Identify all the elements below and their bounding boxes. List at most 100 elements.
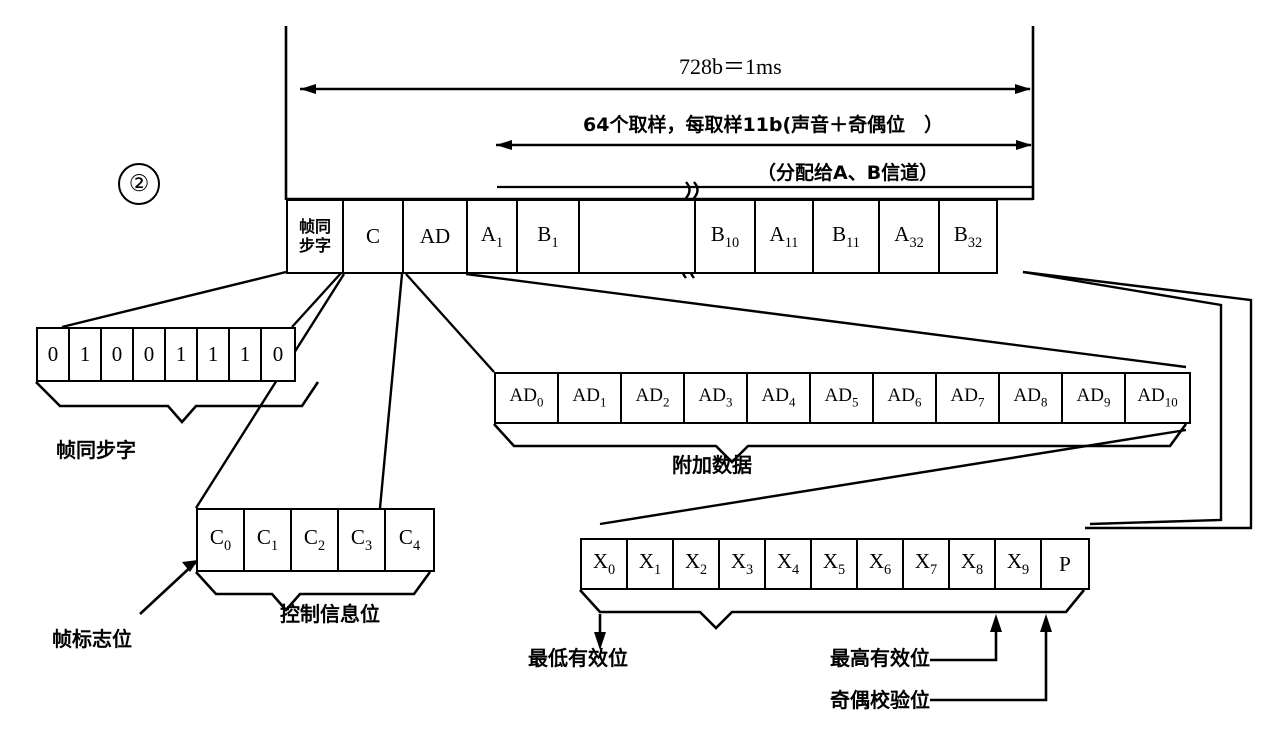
cell-label: X7: [914, 549, 938, 578]
figure-number-marker: ②: [118, 163, 160, 205]
control-bit-0: C0: [198, 510, 245, 570]
frame-cell-10: B32: [940, 201, 996, 272]
ad-cell-10: AD10: [1126, 374, 1189, 422]
cell-label: X8: [960, 549, 984, 578]
cell-label: A32: [894, 221, 924, 251]
sample-bit-0: X0: [582, 540, 628, 588]
ad-cell-4: AD4: [748, 374, 811, 422]
cell-label: B10: [710, 221, 740, 251]
control-bit-2: C2: [292, 510, 339, 570]
dimension-arrow-total: [300, 84, 1031, 94]
ad-cell-9: AD9: [1063, 374, 1126, 422]
sample-bit-2: X2: [674, 540, 720, 588]
sample-bit-3: X3: [720, 540, 766, 588]
ad-cell-7: AD7: [937, 374, 1000, 422]
cell-label: C0: [209, 525, 232, 554]
cell-label: X3: [730, 549, 754, 578]
cell-label: 0: [111, 342, 123, 366]
cell-label: C: [365, 224, 380, 248]
cell-label: AD4: [761, 385, 796, 410]
frame-cell-1: C: [344, 201, 404, 272]
leader-sync-right: [291, 271, 343, 328]
frame-cell-0: 帧同步字: [288, 201, 344, 272]
sample-bit-6: X6: [858, 540, 904, 588]
leader-sample-left: [599, 428, 1187, 526]
cell-label: X9: [1006, 549, 1030, 578]
sync-bit-3: 0: [134, 329, 166, 380]
cell-label: A1: [480, 221, 504, 251]
ad-cell-6: AD6: [874, 374, 937, 422]
cell-label: AD2: [635, 385, 670, 410]
sample-bit-10: P: [1042, 540, 1088, 588]
cell-label: B32: [953, 221, 983, 251]
parity-pointer: [930, 614, 1052, 702]
sync-bit-5: 1: [198, 329, 230, 380]
cell-label: A11: [769, 221, 799, 251]
sample-bit-7: X7: [904, 540, 950, 588]
annotation-allocation: （分配给A、B信道）: [757, 162, 939, 184]
lsb-label: 最低有效位: [528, 646, 628, 670]
leader-sync-left: [61, 270, 287, 329]
cell-label: C2: [303, 525, 326, 554]
cell-label: B1: [537, 221, 559, 251]
leader-ctrl-right: [378, 273, 404, 509]
leader-ad-left: [405, 273, 495, 373]
brace-sync: [35, 381, 320, 424]
control-bit-4: C4: [386, 510, 433, 570]
cell-label: 0: [47, 342, 59, 366]
control-bit-1: C1: [245, 510, 292, 570]
cell-label: X4: [776, 549, 800, 578]
cell-label: 0: [272, 342, 284, 366]
cell-label: X0: [592, 549, 616, 578]
frame-cell-3: A1: [468, 201, 518, 272]
msb-pointer: [930, 614, 1002, 662]
cell-label: AD10: [1137, 385, 1178, 410]
ad-cell-0: AD0: [496, 374, 559, 422]
flag-bit-pointer: [139, 560, 198, 615]
cell-label: X1: [638, 549, 662, 578]
cell-label: AD3: [698, 385, 733, 410]
sync-bit-4: 1: [166, 329, 198, 380]
leader-ctrl-left: [194, 273, 346, 509]
brace-ad: [493, 423, 1188, 464]
cell-label: 帧同步字: [298, 216, 331, 255]
cell-label: AD9: [1076, 385, 1111, 410]
leader-ad-right: [465, 272, 1187, 369]
lsb-pointer: [594, 614, 606, 650]
cell-label: C3: [350, 525, 373, 554]
frame-cell-6: B10: [696, 201, 756, 272]
cell-label: X6: [868, 549, 892, 578]
sample-word-row: X0 X1 X2 X3 X4 X5 X6 X7 X8 X9 P: [580, 538, 1090, 590]
sample-bit-5: X5: [812, 540, 858, 588]
sample-bit-1: X1: [628, 540, 674, 588]
cell-label: C4: [398, 525, 421, 554]
cell-label: AD0: [509, 385, 544, 410]
cell-label: B11: [832, 221, 860, 251]
ad-cell-3: AD3: [685, 374, 748, 422]
sync-bit-6: 1: [230, 329, 262, 380]
sample-bit-9: X9: [996, 540, 1042, 588]
sync-bit-2: 0: [102, 329, 134, 380]
annotation-total-span: 728b＝1ms: [679, 54, 782, 79]
cell-label: 1: [175, 342, 187, 366]
control-bit-3: C3: [339, 510, 386, 570]
cell-label: AD: [419, 224, 451, 248]
cell-label: 1: [239, 342, 251, 366]
cell-label: AD5: [824, 385, 859, 410]
cell-label: 1: [207, 342, 219, 366]
cell-label: AD8: [1013, 385, 1048, 410]
additional-data-label: 附加数据: [672, 453, 752, 477]
cell-label: AD1: [572, 385, 607, 410]
cell-label: 0: [143, 342, 155, 366]
dimension-arrow-sampling: [496, 140, 1032, 150]
sync-bit-7: 0: [262, 329, 294, 380]
frame-cell-5: [580, 201, 696, 272]
frame-structure-row: 帧同步字 C AD A1 B1 B10 A11 B11 A32 B32: [286, 199, 998, 274]
cell-label: P: [1059, 551, 1071, 576]
brace-sample: [579, 589, 1086, 630]
ad-cell-5: AD5: [811, 374, 874, 422]
control-bits-row: C0 C1 C2 C3 C4: [196, 508, 435, 572]
sync-bit-0: 0: [38, 329, 70, 380]
sync-bit-1: 1: [70, 329, 102, 380]
